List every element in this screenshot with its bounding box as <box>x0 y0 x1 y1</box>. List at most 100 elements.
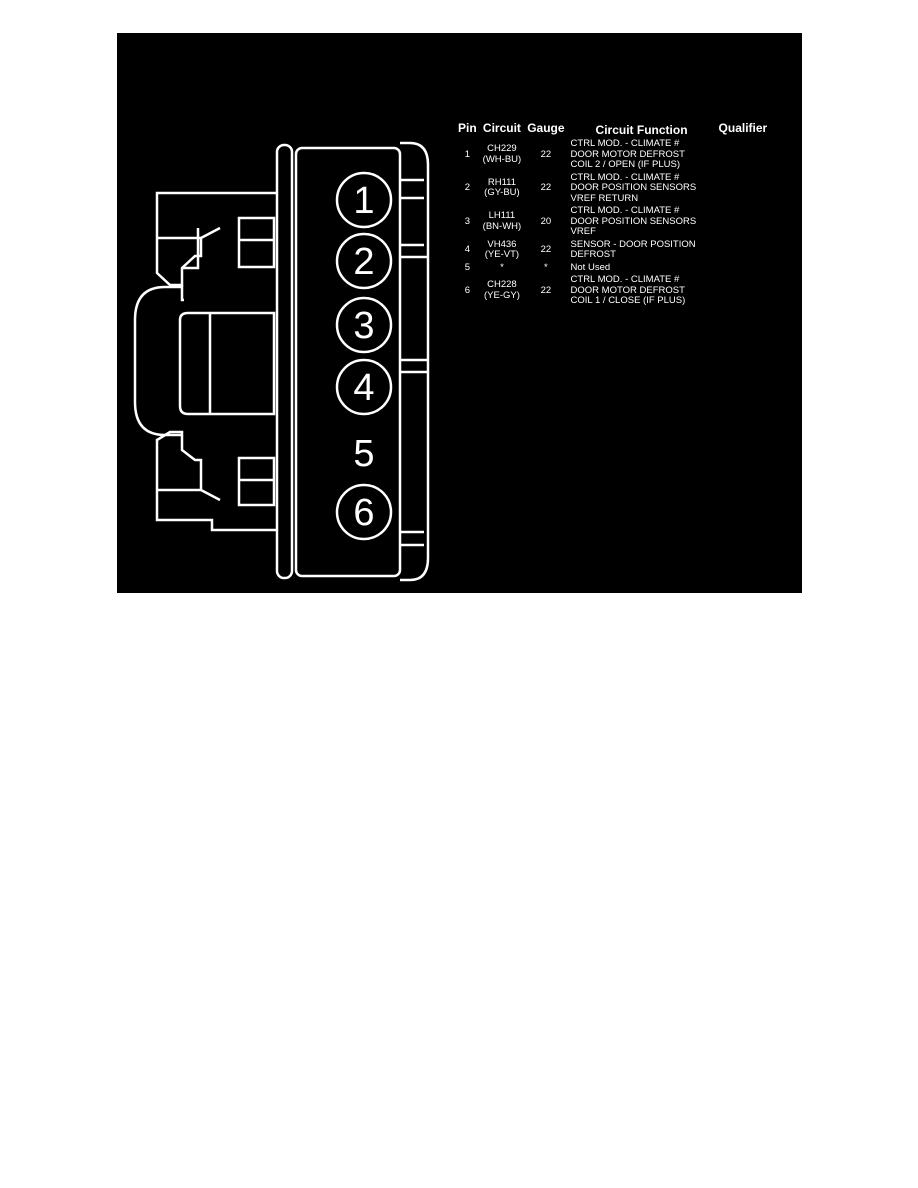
function-line: DOOR MOTOR DEFROST <box>570 284 685 296</box>
table-row: 3 LH111(BN-WH) 20 CTRL MOD. - CLIMATE #D… <box>455 205 770 239</box>
connector-cap <box>400 141 430 582</box>
connector-flange <box>275 143 294 580</box>
function-line: CTRL MOD. - CLIMATE # <box>570 171 680 183</box>
harness-value: 14401 <box>556 61 593 76</box>
qualifier-cell <box>716 205 771 239</box>
qualifier-cell <box>716 239 771 262</box>
description-line-2: MODE DOOR ACTUATOR <box>285 75 440 90</box>
base-part-value: 19E616 <box>697 61 742 76</box>
col-qualifier: Qualifier <box>718 121 768 135</box>
pin-cell: 1 <box>464 148 470 160</box>
lock-bump <box>133 285 183 437</box>
connector-face-diagram: 1 2 3 4 5 6 <box>133 141 430 582</box>
pin-cell: 3 <box>464 215 470 227</box>
pin-1-label: 1 <box>353 180 374 222</box>
function-line: DOOR MOTOR DEFROST <box>570 148 685 160</box>
pin-4-label: 4 <box>353 367 374 409</box>
table-row: 4 VH436(YE-VT) 22 SENSOR - DOOR POSITION… <box>455 239 770 262</box>
wire-color: (GY-BU) <box>484 187 520 199</box>
pin-4-circle <box>335 358 393 416</box>
function-line: CTRL MOD. - CLIMATE # <box>570 138 680 149</box>
pin-cell: 2 <box>464 182 470 193</box>
qualifier-cell <box>716 274 771 308</box>
col-gauge: Gauge <box>527 121 565 135</box>
gauge-cell: 22 <box>540 243 552 255</box>
pin-6-label: 6 <box>353 492 374 534</box>
circuit-id: * <box>500 261 504 273</box>
gauge-cell: * <box>544 261 548 273</box>
wire-color: (BN-WH) <box>482 220 522 232</box>
lower-window <box>237 456 276 507</box>
circuit-cell: LH111(BN-WH) <box>480 205 525 239</box>
circuit-cell: CH229(WH-BU) <box>480 138 525 172</box>
pin-5-label: 5 <box>353 433 374 475</box>
pin-cell: 4 <box>464 243 470 255</box>
circuit-id: RH111 <box>487 176 517 188</box>
function-line: SENSOR - DOOR POSITION <box>570 238 696 250</box>
function-cell: Not Used <box>568 262 716 275</box>
gauge-cell: 20 <box>540 215 552 227</box>
cap-segments <box>400 178 428 547</box>
qualifier-cell <box>716 138 771 172</box>
pin-3-circle <box>335 296 393 354</box>
function-line: COIL 2 / OPEN (IF PLUS) <box>570 159 680 170</box>
pin-3-label: 3 <box>353 305 374 347</box>
connector-id: Connector: C2278 <box>121 52 276 72</box>
gauge-cell: 22 <box>540 284 552 296</box>
qualifier-cell <box>716 172 771 206</box>
function-line: DOOR POSITION SENSORS <box>570 215 697 227</box>
col-circuit: Circuit <box>482 121 521 135</box>
gauge-cell: 22 <box>540 148 552 160</box>
table-row: 2 RH111(GY-BU) 22 CTRL MOD. - CLIMATE #D… <box>455 172 770 206</box>
function-line: DOOR POSITION SENSORS <box>570 182 697 193</box>
description-label: Description: <box>328 40 404 55</box>
wire-color: (WH-BU) <box>482 153 522 165</box>
upper-latch-detail <box>180 228 200 302</box>
table-row: 1 CH229(WH-BU) 22 CTRL MOD. - CLIMATE #D… <box>455 138 770 172</box>
circuit-cell: RH111(GY-BU) <box>480 172 525 206</box>
table-row: 6 CH228(YE-GY) 22 CTRL MOD. - CLIMATE #D… <box>455 274 770 308</box>
col-pin: Pin <box>458 121 477 135</box>
circuit-id: VH436 <box>487 238 517 250</box>
function-line: Not Used <box>570 261 611 273</box>
connector-body <box>294 146 402 578</box>
wire-color: (YE-GY) <box>483 289 520 301</box>
circuit-id: CH228 <box>487 279 517 291</box>
function-line: CTRL MOD. - CLIMATE # <box>570 205 680 216</box>
pin-cell: 5 <box>464 261 470 273</box>
table-header: Pin Circuit Gauge Circuit Function Quali… <box>455 121 770 138</box>
pin-6-circle <box>335 483 393 541</box>
pin-cell: 6 <box>464 284 470 296</box>
upper-window <box>237 216 276 269</box>
col-function: Circuit Function <box>595 122 688 137</box>
circuit-cell: * <box>480 262 525 275</box>
function-line: VREF <box>570 226 596 237</box>
function-line: CTRL MOD. - CLIMATE # <box>570 274 680 285</box>
circuit-cell: CH228(YE-GY) <box>480 274 525 308</box>
gauge-cell: 22 <box>540 182 552 193</box>
pinout-table: Pin Circuit Gauge Circuit Function Quali… <box>455 121 770 308</box>
circuit-cell: VH436(YE-VT) <box>480 239 525 262</box>
pin-2-circle <box>335 232 393 290</box>
pin-cavities: 1 2 3 4 5 6 <box>335 171 393 541</box>
color-label: Color: <box>457 49 496 64</box>
function-cell: CTRL MOD. - CLIMATE #DOOR POSITION SENSO… <box>568 172 716 206</box>
table-row: 5 * * Not Used <box>455 262 770 275</box>
circuit-id: CH229 <box>487 143 517 155</box>
function-line: VREF RETURN <box>570 192 639 204</box>
wire-color: (YE-VT) <box>484 249 520 260</box>
harness-label: Harness: <box>546 40 602 55</box>
lower-latch <box>155 430 277 532</box>
color-value: BK <box>468 68 486 83</box>
pin-2-label: 2 <box>353 241 374 283</box>
pin-1-circle <box>335 171 393 229</box>
lock-tab <box>178 311 276 416</box>
description-line-1: DEFROST/PANEL/FLOOR <box>285 60 441 75</box>
qualifier-cell <box>716 262 771 275</box>
base-part-label: Base Part #: <box>681 40 757 55</box>
function-cell: CTRL MOD. - CLIMATE #DOOR POSITION SENSO… <box>568 205 716 239</box>
function-line: COIL 1 / CLOSE (IF PLUS) <box>570 295 686 306</box>
